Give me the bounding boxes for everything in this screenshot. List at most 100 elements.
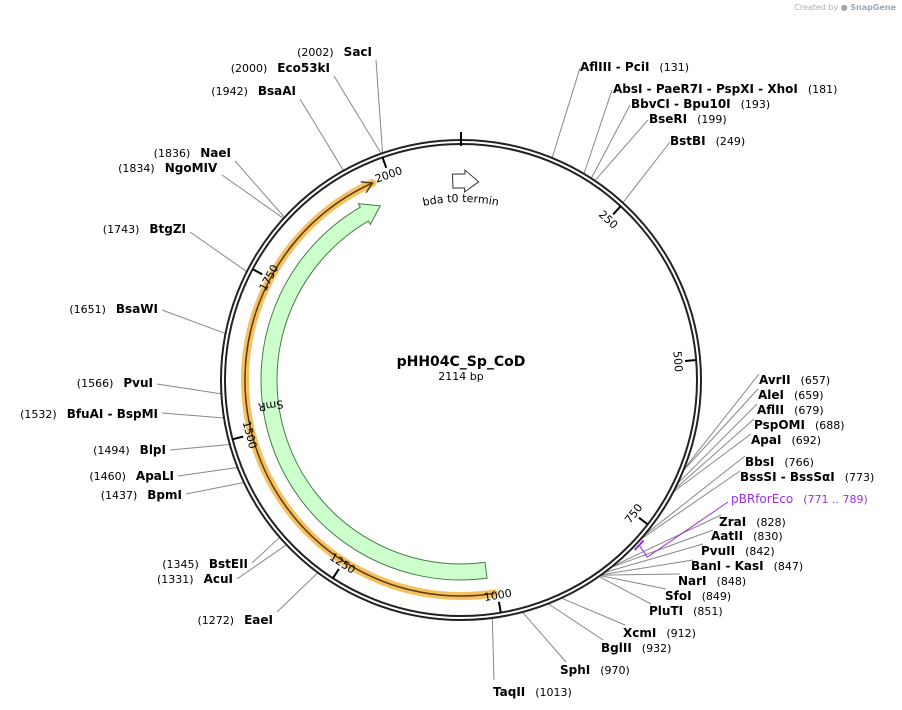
site-name: PciI [625, 60, 650, 74]
site-name: BssSαI [790, 470, 835, 484]
primer-pbrforeco-mark[interactable] [634, 539, 645, 551]
site-label-bsaai[interactable]: (1942)BsaAI [211, 84, 296, 98]
leader-line [682, 388, 759, 472]
leader-line [677, 403, 758, 485]
site-name: SfoI [665, 589, 692, 603]
feature-arrows: SmRlambda t0 terminator [0, 0, 500, 600]
site-label-bseri[interactable]: BseRI(199) [649, 112, 727, 126]
site-name: PvuII [701, 544, 735, 558]
site-position: (1942) [211, 85, 248, 98]
tick-label: 2000 [373, 164, 404, 186]
leader-line [547, 603, 604, 641]
site-label-blpi[interactable]: (1494)BlpI [93, 443, 166, 457]
snapgene-logo-icon: ● [840, 3, 848, 12]
site-label-acui[interactable]: (1331)AcuI [157, 572, 233, 586]
tick-label: 500 [670, 351, 685, 373]
primer-name: pBRforEco [731, 492, 793, 506]
site-position: (1836) [154, 147, 191, 160]
tick-mark [612, 205, 622, 215]
site-leader-lines [156, 59, 760, 681]
site-position: (847) [774, 560, 804, 573]
leader-line [177, 466, 238, 477]
site-label-pvuii[interactable]: PvuII(842) [701, 544, 775, 558]
tick-label: 1500 [240, 420, 260, 450]
leader-line [599, 575, 667, 590]
site-position: (1272) [198, 614, 235, 627]
site-label-eaei[interactable]: (1272) EaeI [198, 613, 273, 627]
site-label-nari[interactable]: NarI(848) [678, 574, 746, 588]
site-name: NgoMIV [165, 161, 218, 175]
site-label-aflii[interactable]: AflII(679) [757, 403, 824, 417]
site-name: KasI [735, 559, 764, 573]
site-position: (659) [794, 389, 824, 402]
site-label-pluti[interactable]: PluTI(851) [649, 604, 723, 618]
site-name: NaeI [200, 146, 231, 160]
site-label-avrii[interactable]: AvrII(657) [759, 373, 830, 387]
site-name: BbsI [745, 455, 774, 469]
leader-line [561, 597, 626, 626]
site-name: BsaWI [116, 302, 158, 316]
site-label-sphi[interactable]: SphI(970) [560, 663, 630, 677]
site-position: (1345) [162, 558, 199, 571]
site-label-bfuai[interactable]: (1532)BfuAI - BspMI [20, 407, 158, 421]
site-position: (1460) [89, 470, 126, 483]
smr-feature-arrow[interactable] [260, 203, 488, 581]
site-label-naei[interactable]: (1836) NaeI [154, 146, 231, 160]
tick-mark [638, 516, 649, 526]
leader-line [640, 470, 741, 540]
site-position: (848) [717, 575, 747, 588]
site-position: (688) [815, 419, 845, 432]
tick-mark [497, 601, 502, 613]
primer-pbrforeco-label[interactable]: pBRforEco(771 .. 789) [731, 492, 868, 506]
site-label-bani[interactable]: BanI - KasI(847) [691, 559, 803, 573]
leader-line [156, 383, 222, 395]
site-name: BanI [691, 559, 721, 573]
leader-line [610, 529, 714, 568]
leader-line [189, 231, 248, 273]
leader-line [221, 174, 284, 219]
site-label-bbsi[interactable]: BbsI (766) [745, 455, 814, 469]
site-position: (2000) [231, 62, 268, 75]
leader-line [185, 482, 245, 495]
site-label-btgzi[interactable]: (1743)BtgZI [103, 222, 186, 236]
site-position: (1532) [20, 408, 57, 421]
site-label-bbvci[interactable]: BbvCI - Bpu10I(193) [631, 97, 770, 111]
site-label-zrai[interactable]: ZraI(828) [719, 515, 786, 529]
site-label-bsteii[interactable]: (1345)BstEII [162, 557, 248, 571]
site-label-ngomiv[interactable]: (1834)NgoMIV [118, 161, 218, 175]
site-name: BglII [601, 641, 632, 655]
leader-line [674, 418, 755, 490]
site-label-eco53ki[interactable]: (2000)Eco53kI [231, 61, 330, 75]
site-label-bsawi[interactable]: (1651)BsaWI [69, 302, 158, 316]
site-label-pspomi[interactable]: PspOMI(688) [754, 418, 845, 432]
leader-line [603, 543, 704, 574]
site-position: (912) [666, 627, 696, 640]
site-name: Bpu10I [683, 97, 730, 111]
site-label-pvui[interactable]: (1566)PvuI [77, 376, 153, 390]
site-label-saci[interactable]: (2002)SacI [297, 45, 372, 59]
site-label-apali[interactable]: (1460)ApaLI [89, 469, 174, 483]
site-label-bpmi[interactable]: (1437)BpmI [101, 488, 182, 502]
site-label-absi[interactable]: AbsI - PaeR7I - PspXI - XhoI(181) [613, 82, 837, 96]
site-label-alei[interactable]: AleI(659) [758, 388, 824, 402]
site-label-sfoi[interactable]: SfoI(849) [665, 589, 731, 603]
site-label-bstbi[interactable]: BstBI(249) [670, 134, 745, 148]
site-label-apai[interactable]: ApaI(692) [751, 433, 821, 447]
site-name: BssSI [740, 470, 777, 484]
highlight-arc-head [360, 181, 374, 194]
site-name: EaeI [244, 613, 273, 627]
leader-line [333, 75, 382, 154]
site-label-bglii[interactable]: BglII(932) [601, 641, 671, 655]
site-name: BspMI [117, 407, 158, 421]
site-label-afliii[interactable]: AflIII - PciI(131) [580, 60, 689, 74]
site-name: ApaI [751, 433, 781, 447]
leader-line [611, 514, 722, 567]
site-label-xcmi[interactable]: XcmI(912) [623, 626, 696, 640]
site-position: (131) [659, 61, 689, 74]
lambda-t0-terminator-arrow[interactable] [451, 168, 480, 194]
site-name: PvuI [123, 376, 153, 390]
site-label-bsssi[interactable]: BssSI - BssSαI(773) [740, 470, 874, 484]
site-label-taqii[interactable]: TaqII(1013) [493, 685, 572, 699]
site-position: (766) [784, 456, 814, 469]
site-label-aatii[interactable]: AatII(830) [711, 529, 783, 543]
